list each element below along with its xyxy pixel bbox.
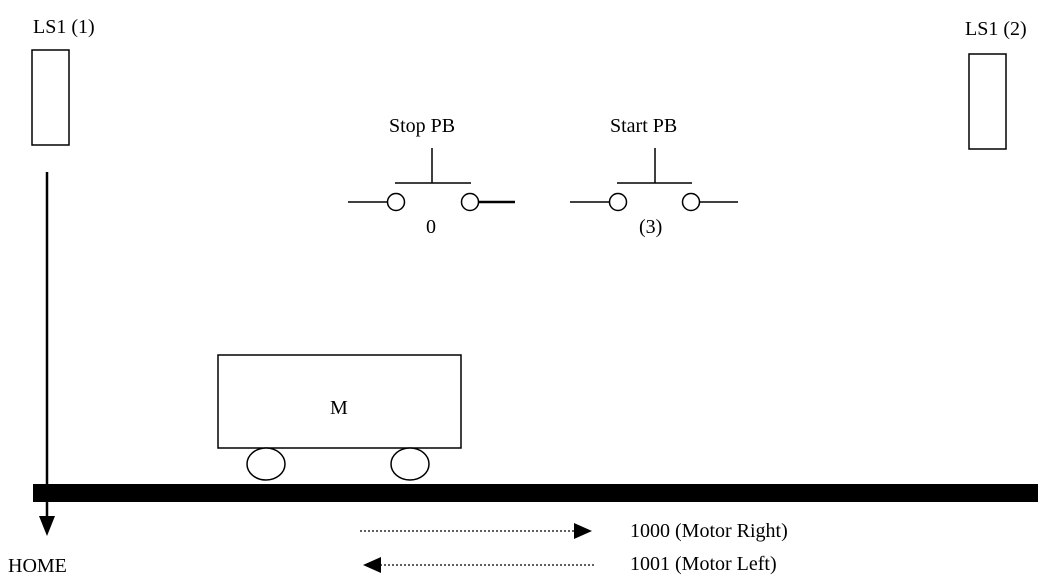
stop-pb-address: 0 bbox=[426, 216, 436, 238]
start-push-button-symbol bbox=[570, 148, 738, 212]
motor-left-label: 1001 (Motor Left) bbox=[630, 553, 777, 575]
track-rail bbox=[33, 484, 1038, 502]
limit-switch-right bbox=[968, 53, 1007, 150]
cart-wheel-right bbox=[390, 447, 430, 481]
start-pb-label: Start PB bbox=[610, 115, 678, 137]
limit-switch-left-label: LS1 (1) bbox=[33, 16, 95, 38]
cart-wheel-left bbox=[246, 447, 286, 481]
stop-pb-label: Stop PB bbox=[389, 115, 456, 137]
home-label: HOME bbox=[8, 555, 67, 577]
motor-right-label: 1000 (Motor Right) bbox=[630, 520, 788, 542]
motor-left-arrow-head bbox=[363, 557, 381, 573]
cart-motor-label: M bbox=[330, 397, 348, 419]
cart-body bbox=[217, 354, 462, 449]
start-pb-address: (3) bbox=[639, 216, 663, 238]
stop-push-button-symbol bbox=[348, 148, 515, 212]
motor-right-arrow-head bbox=[574, 523, 592, 539]
limit-switch-right-label: LS1 (2) bbox=[965, 18, 1027, 40]
home-arrow-head bbox=[39, 516, 55, 536]
limit-switch-left bbox=[31, 49, 70, 146]
